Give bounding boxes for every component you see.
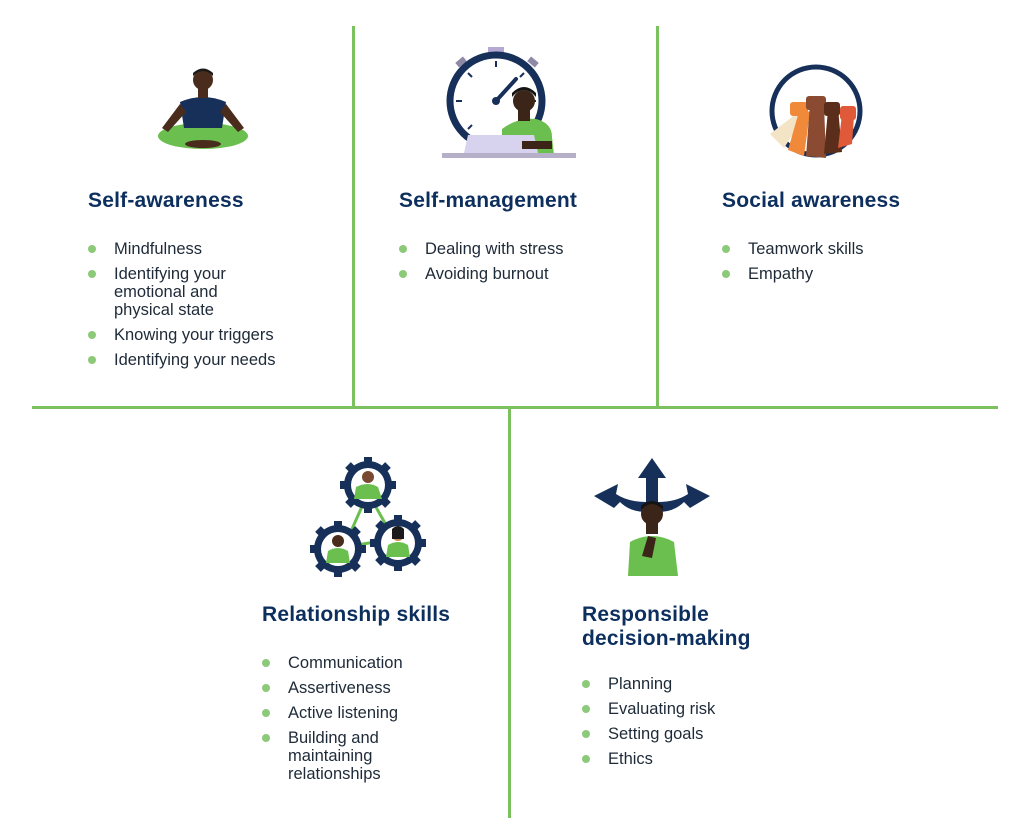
raised-fists-icon <box>769 64 863 158</box>
panel-social-awareness: Social awareness Teamwork skills Empathy <box>722 189 982 290</box>
list-item: Avoiding burnout <box>399 265 639 283</box>
panel-title: Self-management <box>399 189 578 212</box>
list-item: Assertiveness <box>262 679 492 697</box>
list-item: Communication <box>262 654 492 672</box>
panel-responsible-decision-making: Responsible decision-making Planning Eva… <box>582 603 782 775</box>
list-item: Empathy <box>722 265 982 283</box>
panel-title: Social awareness <box>722 189 901 212</box>
panel-title: Self-awareness <box>88 189 244 212</box>
stopwatch-icon <box>442 47 576 158</box>
list-item: Knowing your triggers <box>88 326 338 344</box>
panel-self-management: Self-management Dealing with stress Avoi… <box>399 189 639 290</box>
list-item: Identifying your needs <box>88 351 338 369</box>
list-item: Setting goals <box>582 725 782 743</box>
crossroads-arrows-icon <box>594 458 710 576</box>
horizontal-divider <box>32 406 998 409</box>
panel-title: Relationship skills <box>262 603 451 626</box>
connected-gears-icon <box>310 457 426 577</box>
list-item: Active listening <box>262 704 492 722</box>
list-item: Dealing with stress <box>399 240 639 258</box>
list-item: Building and maintaining relationships <box>262 729 418 783</box>
panel-relationship-skills: Relationship skills Communication Assert… <box>262 603 492 790</box>
list-item: Planning <box>582 675 782 693</box>
list-item: Identifying your emotional and physical … <box>88 265 264 319</box>
vertical-divider-3 <box>508 408 511 818</box>
vertical-divider-1 <box>352 26 355 408</box>
list-item: Teamwork skills <box>722 240 982 258</box>
vertical-divider-2 <box>656 26 659 408</box>
list-item: Ethics <box>582 750 782 768</box>
panel-self-awareness: Self-awareness Mindfulness Identifying y… <box>88 189 338 376</box>
list-item: Mindfulness <box>88 240 338 258</box>
list-item: Evaluating risk <box>582 700 782 718</box>
meditation-icon <box>158 68 248 149</box>
panel-title: Responsible decision-making <box>582 603 751 650</box>
